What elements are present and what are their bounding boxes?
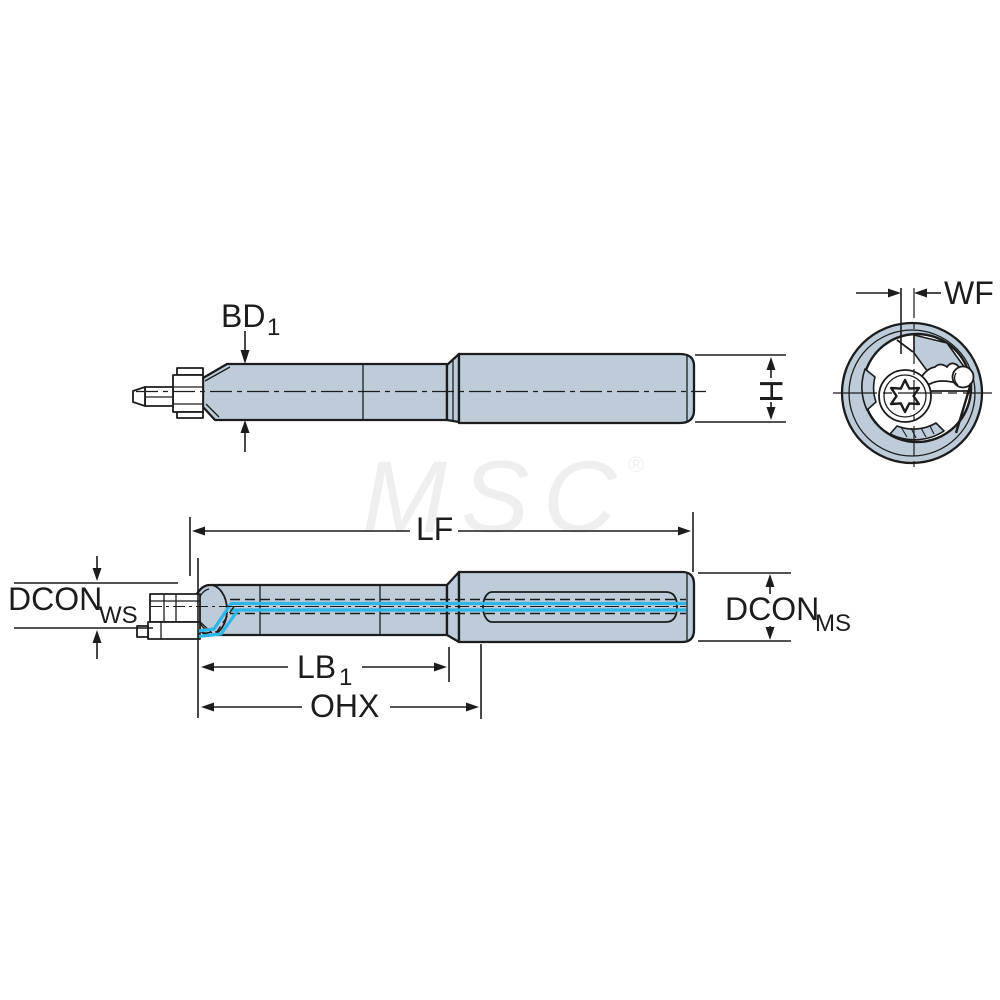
coolant-bend-top bbox=[197, 602, 233, 633]
pocket-sliver-left bbox=[861, 368, 877, 411]
insert-tip bbox=[132, 386, 146, 407]
round-insert bbox=[951, 365, 975, 389]
lb1-label: LB bbox=[297, 649, 336, 685]
dcon-ms-label: DCON bbox=[725, 591, 819, 627]
screw-ring bbox=[883, 374, 927, 418]
watermark: MSC ® bbox=[362, 440, 644, 554]
wf-label: WF bbox=[944, 275, 994, 311]
dimension-lf: LF bbox=[189, 511, 694, 576]
hatch-line bbox=[920, 427, 927, 438]
dcon-ms-label-subscript: MS bbox=[815, 610, 851, 637]
h-label: H bbox=[753, 379, 789, 402]
torx-socket-icon bbox=[889, 378, 921, 414]
bevel-edge-line-bottom bbox=[205, 403, 220, 418]
coolant-bore-tube bbox=[482, 591, 678, 623]
dimension-lb1: LB 1 bbox=[201, 647, 450, 691]
hatch-line bbox=[900, 426, 908, 438]
seat-flat-line bbox=[954, 382, 973, 434]
round-insert-detail bbox=[953, 372, 959, 386]
bottom-side-view bbox=[136, 570, 696, 644]
watermark-registered-mark: ® bbox=[628, 452, 644, 477]
shank-lower bbox=[457, 570, 696, 644]
coolant-channel bbox=[150, 598, 686, 639]
insert-clamp bbox=[917, 362, 964, 385]
dimension-wf: WF bbox=[856, 275, 994, 311]
head-block bbox=[172, 374, 204, 413]
bevel-edge-line bbox=[204, 366, 231, 382]
coolant-bend-bottom bbox=[197, 609, 240, 639]
lb1-label-subscript: 1 bbox=[339, 664, 352, 691]
head-nose-block-lower bbox=[147, 621, 201, 640]
dimension-ohx: OHX bbox=[201, 644, 482, 724]
pocket-edge-line bbox=[896, 339, 914, 353]
top-side-view bbox=[132, 352, 706, 425]
bd1-label: BD bbox=[221, 298, 265, 334]
head-step-lower bbox=[176, 411, 204, 419]
dcon-ws-label: DCON bbox=[8, 581, 102, 617]
dimension-h: H bbox=[695, 354, 789, 423]
dimension-bd1: BD 1 bbox=[221, 298, 280, 452]
insert-tip-lower bbox=[136, 625, 149, 638]
bd1-label-subscript: 1 bbox=[267, 314, 280, 341]
head-step-upper bbox=[176, 367, 204, 376]
head-block-lower bbox=[149, 593, 201, 623]
dimension-dcon-ms: DCON MS bbox=[698, 572, 851, 642]
dcon-ws-label-subscript: WS bbox=[99, 602, 138, 629]
hatch-line bbox=[929, 425, 935, 435]
end-view bbox=[833, 288, 992, 470]
ohx-label: OHX bbox=[310, 688, 379, 724]
watermark-text: MSC bbox=[362, 440, 631, 554]
shank bbox=[457, 352, 696, 425]
lf-label: LF bbox=[416, 511, 453, 547]
dimension-dcon-ws: DCON WS bbox=[8, 556, 178, 659]
coolant-bend-dash bbox=[197, 606, 235, 635]
